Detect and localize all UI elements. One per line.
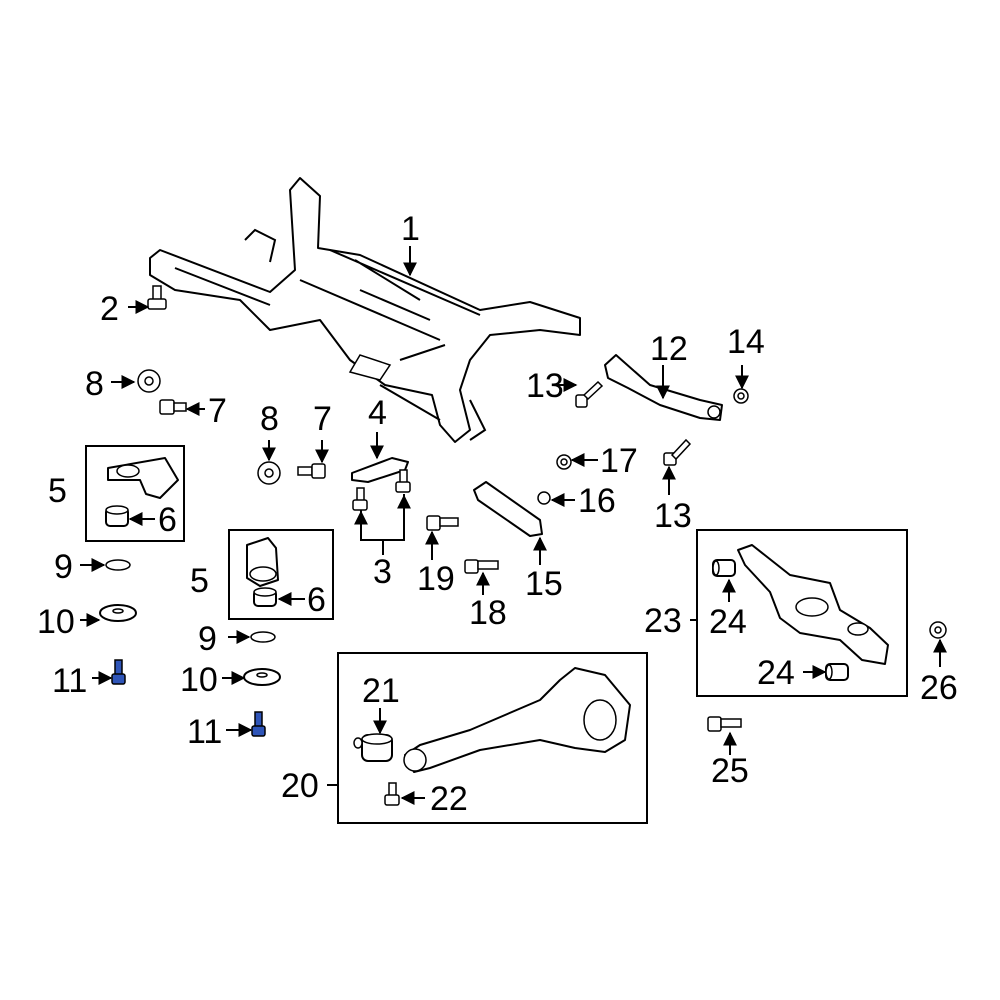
group-box-5-left	[85, 445, 185, 542]
callout-14: 14	[727, 323, 765, 361]
bushing-21[interactable]	[353, 733, 393, 762]
bushing-24-upper[interactable]	[712, 559, 736, 577]
callout-12: 12	[650, 330, 688, 368]
callout-22: 22	[430, 780, 468, 818]
callout-26: 26	[920, 669, 958, 707]
rear-subframe[interactable]	[149, 177, 581, 443]
mount-bracket-5-center[interactable]	[246, 537, 279, 587]
bolt-7-center[interactable]	[297, 463, 326, 479]
callout-11-left: 11	[52, 662, 87, 700]
callout-labels: 1 2 8 7 5 6 9 10 11 8 7 4 3 5 6 9 10 11 …	[37, 210, 958, 818]
callout-16: 16	[578, 482, 616, 520]
callout-15: 15	[525, 565, 563, 603]
nut-26[interactable]	[929, 621, 947, 639]
nut-8-center[interactable]	[257, 461, 281, 485]
bolt-2[interactable]	[147, 285, 167, 310]
callout-21: 21	[362, 672, 400, 710]
callout-7-left: 7	[208, 392, 227, 430]
callout-5-left: 5	[48, 472, 67, 510]
bolt-25[interactable]	[707, 716, 742, 732]
callout-18: 18	[469, 594, 507, 632]
callout-7-center: 7	[313, 400, 332, 438]
washer-10-center[interactable]	[243, 668, 281, 686]
bolt-19[interactable]	[426, 515, 459, 531]
callout-23: 23	[644, 602, 682, 640]
bushing-24-lower[interactable]	[825, 663, 849, 681]
washer-9-left[interactable]	[105, 559, 131, 571]
callout-24-upper: 24	[709, 603, 747, 641]
callout-6-center: 6	[307, 581, 326, 619]
washer-16[interactable]	[537, 491, 551, 505]
callout-3: 3	[373, 553, 392, 591]
washer-10-left[interactable]	[99, 604, 137, 622]
callout-8-center: 8	[260, 400, 279, 438]
washer-9-center[interactable]	[250, 631, 276, 643]
callout-9-left: 9	[54, 548, 73, 586]
trailing-arm-20[interactable]	[403, 667, 631, 773]
bolts-3[interactable]	[352, 469, 411, 511]
callout-24-lower: 24	[757, 654, 795, 692]
callout-4: 4	[368, 394, 387, 432]
callout-9-center: 9	[198, 620, 217, 658]
callout-1: 1	[401, 210, 420, 248]
callout-10-center: 10	[180, 661, 218, 699]
callout-11-center: 11	[187, 713, 222, 751]
upper-control-arm-12[interactable]	[604, 354, 723, 421]
leader-lines	[80, 246, 947, 805]
group-box-23	[696, 529, 908, 697]
lateral-link-15[interactable]	[473, 481, 543, 537]
callout-2: 2	[100, 290, 119, 328]
bushing-6-center[interactable]	[253, 587, 277, 607]
callout-5-center: 5	[190, 562, 209, 600]
mount-bracket-5-left[interactable]	[107, 457, 179, 499]
callout-25: 25	[711, 752, 749, 790]
callout-20: 20	[281, 767, 319, 805]
callout-13-lower: 13	[654, 497, 692, 535]
nut-17[interactable]	[556, 454, 572, 470]
callout-19: 19	[417, 560, 455, 598]
bolt-13-lower[interactable]	[663, 438, 692, 466]
callout-13-upper: 13	[526, 367, 564, 405]
bolt-11-center[interactable]	[251, 711, 266, 737]
bolt-18[interactable]	[464, 559, 499, 574]
bushing-6-left[interactable]	[105, 505, 129, 527]
bolt-13-upper[interactable]	[575, 380, 604, 408]
bolt-11-left[interactable]	[111, 659, 126, 685]
bolt-22[interactable]	[384, 782, 400, 806]
callout-17: 17	[600, 442, 638, 480]
group-box-5-center	[228, 529, 334, 620]
callout-8-left: 8	[85, 365, 104, 403]
bolt-7-left[interactable]	[159, 399, 187, 415]
callout-6-left: 6	[158, 501, 177, 539]
callout-10-left: 10	[37, 603, 75, 641]
lower-control-arm-23[interactable]	[737, 544, 889, 665]
group-box-20	[337, 652, 648, 824]
nut-8-left[interactable]	[137, 369, 161, 393]
nut-14[interactable]	[733, 388, 749, 404]
